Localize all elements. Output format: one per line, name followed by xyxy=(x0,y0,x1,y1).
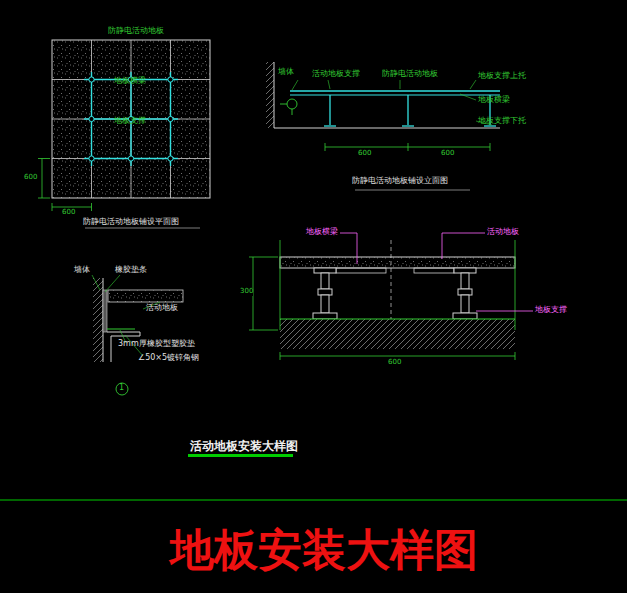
part-label: 防静电活动地板 xyxy=(108,27,164,36)
part-label: 活动地板 xyxy=(487,228,519,237)
part-label: 地板支撑下托 xyxy=(478,117,526,126)
part-label: 地板支撑 xyxy=(535,306,567,315)
part-label: 地板横梁 xyxy=(306,228,338,237)
sheet-caption: 地板安装大样图 xyxy=(170,526,478,574)
part-label: 橡胶垫条 xyxy=(115,266,147,275)
dimension: 600 xyxy=(388,359,401,367)
dimension: 600 xyxy=(24,174,37,182)
dimension: 600 xyxy=(441,150,454,158)
part-label: 防静电活动地板 xyxy=(382,70,438,79)
elevation-view xyxy=(266,62,500,190)
part-label: 活动地板支撑 xyxy=(312,70,360,79)
view-title: 防静电活动地板铺设平面图 xyxy=(83,218,179,227)
part-label: 墙体 xyxy=(278,68,294,77)
dimension: 600 xyxy=(62,209,75,217)
part-label: 地板支撑上托 xyxy=(478,72,526,81)
dimension: 600 xyxy=(358,150,371,158)
part-label: ∠50×5镀锌角钢 xyxy=(138,354,199,363)
drawing-title: 活动地板安装大样图 xyxy=(190,440,298,453)
part-label: 地板支撑 xyxy=(114,117,146,126)
plan-view xyxy=(38,40,210,228)
dimension: 300 xyxy=(240,288,253,296)
part-label: 地板横梁 xyxy=(114,77,146,86)
part-label: 地板横梁 xyxy=(478,96,510,105)
part-label: 3mm厚橡胶型塑胶垫 xyxy=(118,340,195,349)
section-view xyxy=(249,233,533,360)
callout-number: 1 xyxy=(119,384,124,393)
part-label: 活动地板 xyxy=(146,304,178,313)
part-label: 墙体 xyxy=(74,266,90,275)
view-title: 防静电活动地板铺设立面图 xyxy=(352,177,448,186)
wall-detail xyxy=(92,275,183,395)
